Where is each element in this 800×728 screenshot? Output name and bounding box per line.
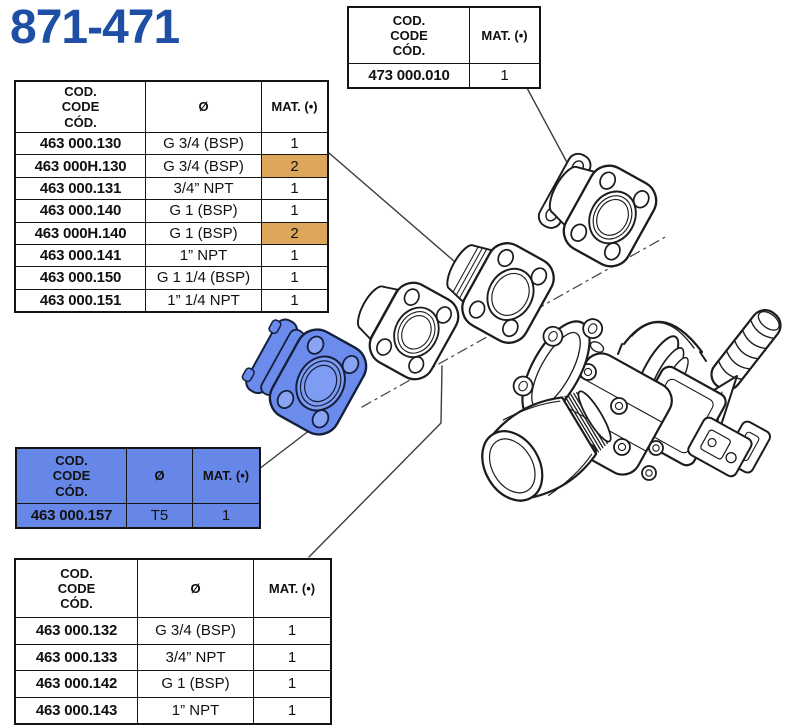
diameter-cell: G 1 (BSP) [145,222,261,244]
page-title: 871-471 [10,1,180,54]
code-cell: 463 000.141 [39,247,122,265]
table-row: 463 000H.130 G 3/4 (BSP) 2 [16,154,327,177]
table-top-adapter: COD. CODE CÓD. MAT. (•) 473 000.010 1 [347,6,541,89]
table-row: 473 000.010 1 [349,63,539,87]
table-row: 463 000.130 G 3/4 (BSP) 1 [16,132,327,155]
col-header-code: COD. CODE CÓD. [52,453,91,499]
mat-cell: 1 [261,289,327,311]
diameter-cell: 3/4” NPT [145,177,261,200]
table-row: 463 000.150 G 1 1/4 (BSP) 1 [16,266,327,289]
mat-cell: 1 [253,671,330,697]
code-cell: 463 000.140 [39,202,122,220]
table-header-row: COD. CODE CÓD. Ø MAT. (•) [16,560,330,617]
col-header-code: COD. CODE CÓD. [57,565,96,612]
table-row: 463 000.151 1” 1/4 NPT 1 [16,288,327,311]
mat-cell: 1 [253,618,330,644]
col-header-mat: MAT. (•) [192,449,259,503]
diameter-cell: 1” NPT [137,697,253,723]
mat-cell: 1 [261,133,327,155]
table-highlighted-flange: COD. CODE CÓD. Ø MAT. (•) 463 000.157 T5… [15,447,261,529]
code-cell: 463 000.142 [35,675,118,693]
diameter-cell: G 3/4 (BSP) [137,618,253,644]
diameter-cell: G 1 (BSP) [145,200,261,222]
code-cell: 463 000H.140 [34,224,127,242]
col-header-code: COD. CODE CÓD. [61,84,100,130]
table-row: 463 000.141 1” NPT 1 [16,243,327,267]
mat-cell: 1 [253,644,330,670]
leader-bottom-table [308,365,443,558]
code-cell: 463 000H.130 [34,157,127,175]
col-header-diameter: Ø [126,449,192,503]
table-row: 463 000.131 3/4” NPT 1 [16,176,327,200]
table-flanges-plain: COD. CODE CÓD. Ø MAT. (•) 463 000.132 G … [14,558,332,725]
mat-cell: 1 [253,697,330,723]
table-header-row: COD. CODE CÓD. Ø MAT. (•) [17,449,259,503]
highlighted-flange [241,318,368,436]
leader-top-right-table [526,87,571,169]
handle-grip [710,309,782,391]
table-row: 463 000H.140 G 1 (BSP) 2 [16,221,327,244]
table-row: 463 000.140 G 1 (BSP) 1 [16,199,327,222]
col-header-mat: MAT. (•) [469,8,539,63]
code-cell: 473 000.010 [368,67,450,84]
top-adapter-flange [537,152,658,268]
table-flanges-threaded: COD. CODE CÓD. Ø MAT. (•) 463 000.130 G … [14,80,329,313]
regulation-knob [481,390,612,502]
code-cell: 463 000.150 [39,269,122,287]
mat-cell: 1 [469,64,539,87]
mat-cell-highlighted: 2 [261,222,327,244]
diameter-cell: 3/4” NPT [137,644,253,670]
code-cell: 463 000.133 [35,648,118,666]
pump-assembly [481,309,782,502]
diameter-cell: G 3/4 (BSP) [145,155,261,177]
mounting-bracket [687,416,753,478]
mat-cell: 1 [192,504,259,527]
mat-cell-highlighted: 2 [261,155,327,177]
table-header-row: COD. CODE CÓD. MAT. (•) [349,8,539,63]
diameter-cell: T5 [126,504,192,527]
diameter-cell: 1” 1/4 NPT [145,289,261,311]
threaded-flange [446,242,555,344]
code-cell: 463 000.151 [39,291,122,309]
diameter-cell: 1” NPT [145,244,261,267]
mat-cell: 1 [261,267,327,289]
code-cell: 463 000.130 [39,135,122,153]
col-header-mat: MAT. (•) [253,560,330,617]
table-row: 463 000.132 G 3/4 (BSP) 1 [16,617,330,644]
code-cell: 463 000.143 [35,701,118,719]
mat-cell: 1 [261,200,327,222]
table-header-row: COD. CODE CÓD. Ø MAT. (•) [16,82,327,132]
table-row: 463 000.133 3/4” NPT 1 [16,643,330,670]
col-header-diameter: Ø [145,82,261,132]
table-row: 463 000.157 T5 1 [17,503,259,527]
col-header-code: COD. CODE CÓD. [390,12,428,59]
knurl-band [561,391,608,455]
code-cell: 463 000.131 [39,179,122,197]
code-cell: 463 000.157 [30,507,113,524]
diameter-cell: G 1 1/4 (BSP) [145,267,261,289]
table-row: 463 000.142 G 1 (BSP) 1 [16,670,330,697]
diameter-cell: G 1 (BSP) [137,671,253,697]
table-row: 463 000.143 1” NPT 1 [16,696,330,723]
code-cell: 463 000.132 [35,622,118,640]
col-header-mat: MAT. (•) [261,82,327,132]
mat-cell: 1 [261,244,327,267]
diameter-cell: G 3/4 (BSP) [145,133,261,155]
plain-flange [357,281,460,381]
leader-left-table [328,152,463,269]
mat-cell: 1 [261,177,327,200]
col-header-diameter: Ø [137,560,253,617]
